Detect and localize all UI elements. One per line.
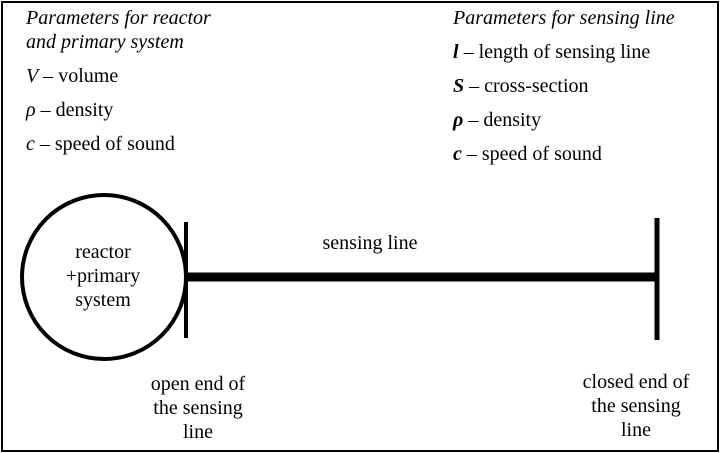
param-symbol: c bbox=[26, 133, 35, 155]
reactor-label-line2: +primary bbox=[65, 265, 141, 287]
reactor-parameters: Parameters for reactor and primary syste… bbox=[26, 6, 211, 156]
sensing-param-speed-of-sound: c – speed of sound bbox=[453, 142, 675, 166]
open-end-label-line2: the sensing bbox=[153, 397, 243, 419]
reactor-label-line3: system bbox=[75, 289, 131, 311]
param-text: – speed of sound bbox=[466, 143, 602, 165]
sensing-line-parameters: Parameters for sensing line l – length o… bbox=[453, 6, 675, 166]
reactor-parameters-heading-line1: Parameters for reactor bbox=[26, 7, 211, 29]
param-text: – volume bbox=[43, 65, 119, 87]
reactor-param-volume: V – volume bbox=[26, 64, 211, 88]
sensing-param-cross-section: S – cross-section bbox=[453, 74, 675, 98]
sensing-line-parameters-heading: Parameters for sensing line bbox=[453, 7, 675, 29]
reactor-label: reactor +primary system bbox=[48, 240, 158, 312]
closed-end-label-line2: the sensing bbox=[591, 395, 681, 417]
reactor-param-speed-of-sound: c – speed of sound bbox=[26, 132, 211, 156]
closed-end-label-line3: line bbox=[621, 419, 651, 441]
closed-end-label: closed end of the sensing line bbox=[556, 370, 716, 442]
sensing-param-density: ρ – density bbox=[453, 108, 675, 132]
open-end-label: open end of the sensing line bbox=[118, 372, 278, 444]
param-text: – length of sensing line bbox=[463, 41, 651, 63]
param-text: – density bbox=[468, 109, 542, 131]
param-symbol: V bbox=[26, 65, 39, 87]
sensing-line-label: sensing line bbox=[322, 232, 418, 254]
param-symbol: S bbox=[453, 75, 465, 97]
closed-end-label-line1: closed end of bbox=[582, 371, 690, 393]
param-symbol: ρ bbox=[453, 109, 464, 131]
reactor-label-line1: reactor bbox=[75, 241, 131, 263]
sensing-param-length: l – length of sensing line bbox=[453, 40, 675, 64]
param-text: – cross-section bbox=[469, 75, 589, 97]
param-symbol: c bbox=[453, 143, 462, 165]
open-end-label-line1: open end of bbox=[150, 373, 246, 395]
param-text: – density bbox=[40, 99, 114, 121]
param-symbol: ρ bbox=[26, 99, 36, 121]
reactor-param-density: ρ – density bbox=[26, 98, 211, 122]
param-symbol: l bbox=[453, 41, 459, 63]
param-text: – speed of sound bbox=[39, 133, 175, 155]
open-end-label-line3: line bbox=[183, 421, 213, 443]
reactor-parameters-heading-line2: and primary system bbox=[26, 31, 184, 53]
